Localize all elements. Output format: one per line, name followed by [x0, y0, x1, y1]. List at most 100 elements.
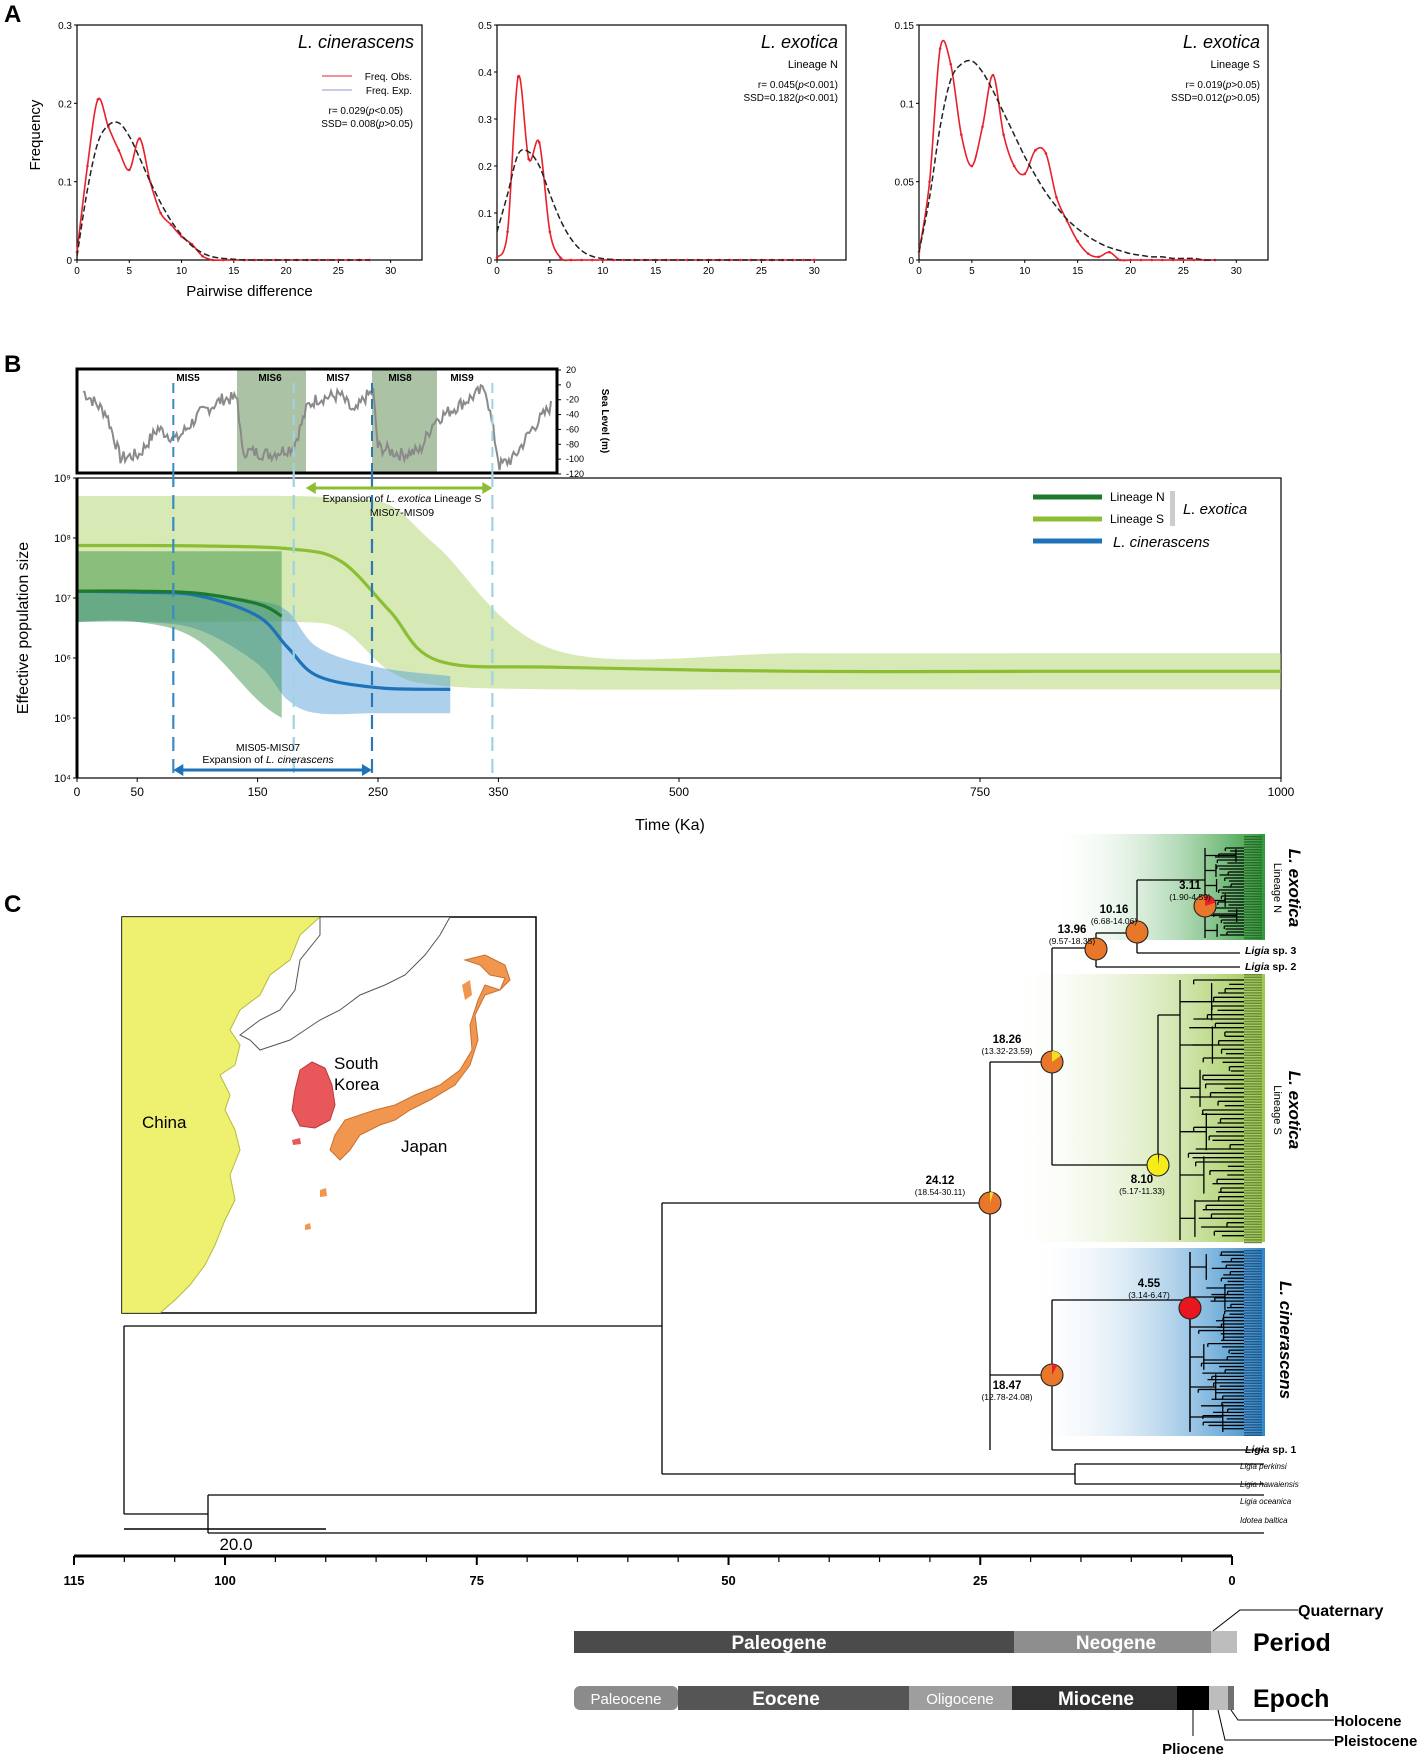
- observed-point: [1034, 149, 1037, 152]
- tip-label-strip: [1244, 1426, 1262, 1429]
- cinerascens-expansion-label: Expansion of L. cinerascens: [202, 754, 334, 766]
- tip-label-strip: [1244, 867, 1262, 869]
- tip-label-strip: [1244, 875, 1262, 877]
- tip-label-strip: [1244, 1213, 1262, 1215]
- x-tick-label: 25: [756, 266, 768, 277]
- plot-frame: [918, 24, 1269, 261]
- tip-label-strip: [1244, 911, 1262, 913]
- svg-text:Lineage S: Lineage S: [1271, 1085, 1283, 1135]
- tip-label-strip: [1244, 1268, 1262, 1270]
- tip-label-strip: [1244, 976, 1262, 978]
- tip-label-strip: [1244, 903, 1262, 905]
- tip-label-strip: [1244, 1176, 1262, 1179]
- y-tick-label: 0.1: [900, 99, 914, 110]
- credible-interval-lineages: [77, 495, 1281, 690]
- observed-point: [201, 254, 204, 258]
- tip-label-strip: [1244, 898, 1262, 900]
- observed-point: [527, 157, 531, 161]
- tip-label-strip: [1244, 872, 1262, 874]
- x-tick-label: 150: [248, 785, 268, 799]
- tip-label-strip: [1244, 989, 1262, 991]
- tip-label-strip: [1244, 1124, 1262, 1127]
- tip-label-strip: [1244, 1049, 1262, 1051]
- tip-label-strip: [1244, 984, 1262, 986]
- tip-label-strip: [1244, 1250, 1262, 1252]
- node-pie-slice: [1052, 1364, 1058, 1375]
- node-age: 10.16: [1100, 904, 1129, 916]
- observed-point: [138, 137, 142, 140]
- tip-label-strip: [1244, 1309, 1262, 1312]
- y-tick-label: 0.1: [478, 209, 492, 220]
- tip-label-strip: [1244, 895, 1262, 898]
- tip-label-strip: [1244, 1421, 1262, 1423]
- tip-label-strip: [1244, 1351, 1262, 1353]
- observed-point: [127, 168, 131, 172]
- tip-label-strip: [1244, 1291, 1262, 1293]
- epoch-eocene: [678, 1686, 909, 1710]
- map-inset: China South Korea Japan: [121, 916, 537, 1314]
- tip-label-strip: [1244, 869, 1262, 872]
- tip-label-strip: [1244, 1093, 1262, 1095]
- tip-label-strip: [1244, 1150, 1262, 1153]
- tip-label-strip: [1244, 1117, 1262, 1119]
- tip-label-strip: [1244, 1078, 1262, 1080]
- tip-label-strip: [1244, 1239, 1262, 1241]
- svg-text:L. exotica: L. exotica: [1285, 1071, 1304, 1149]
- tip-label-strip: [1244, 1109, 1262, 1111]
- observed-point: [1097, 255, 1101, 259]
- node-age: 8.10: [1131, 1174, 1153, 1186]
- legend-observed: Freq. Obs.: [365, 72, 412, 83]
- x-tick-label: 20: [281, 266, 293, 277]
- tip-label-strip: [1244, 1372, 1262, 1374]
- tip-label-strip: [1244, 1127, 1262, 1129]
- time-tick-label: 100: [214, 1573, 236, 1588]
- tip-label-strip: [1244, 1236, 1262, 1238]
- tip-label-strip: [1244, 1424, 1262, 1426]
- tip-label-strip: [1244, 1387, 1262, 1390]
- lineage-label: Lineage S: [1210, 59, 1260, 71]
- x-tick-label: 15: [1072, 266, 1084, 277]
- observed-point: [96, 98, 100, 101]
- tip-label-strip: [1244, 979, 1262, 981]
- credible-interval-lcinerascens: [77, 591, 451, 715]
- tip-label-strip: [1244, 1328, 1262, 1330]
- observed-point: [107, 125, 110, 129]
- observed-point: [326, 258, 330, 262]
- tip-label-strip: [1244, 864, 1262, 866]
- tip-label-strip: [1244, 1166, 1262, 1168]
- tip-label-strip: [1244, 1312, 1262, 1314]
- tip-label-strip: [1244, 1223, 1262, 1225]
- observed-point: [159, 211, 162, 215]
- taxon-label: Ligia perkinsi: [1240, 1462, 1287, 1471]
- y-tick-label: 0.5: [478, 21, 492, 32]
- y-tick-label: 10⁷: [55, 593, 71, 605]
- y-tick-label: 0: [486, 256, 492, 267]
- tip-label-strip: [1244, 1205, 1262, 1207]
- tip-label-strip: [1244, 1278, 1262, 1280]
- stat-r: r= 0.019(p>0.05): [1185, 80, 1260, 91]
- x-tick-label: 0: [494, 266, 500, 277]
- tip-label-strip: [1244, 1330, 1262, 1332]
- tip-label-strip: [1244, 1059, 1262, 1062]
- tip-label-strip: [1244, 1072, 1262, 1075]
- tip-label-strip: [1244, 1218, 1262, 1220]
- legend-expected: Freq. Exp.: [366, 86, 412, 97]
- observed-point: [1160, 258, 1164, 262]
- species-label: L. exotica: [761, 32, 838, 52]
- observed-point: [1182, 258, 1185, 262]
- tip-label-strip: [1244, 1307, 1262, 1309]
- tip-label-strip: [1244, 1346, 1262, 1348]
- map-label-japan: Japan: [401, 1137, 447, 1156]
- tip-label-strip: [1244, 1140, 1262, 1142]
- y-axis-label: Effective population size: [15, 542, 32, 714]
- tip-label-strip: [1244, 859, 1262, 861]
- node-age: 18.26: [993, 1034, 1022, 1046]
- tip-label-strip: [1244, 1411, 1262, 1413]
- epoch-holocene: [1228, 1686, 1234, 1710]
- tip-label-strip: [1244, 882, 1262, 885]
- tip-label-strip: [1244, 1010, 1262, 1012]
- node-age: 13.96: [1058, 924, 1087, 936]
- period-neogene: [1014, 1631, 1211, 1653]
- node-age: 18.47: [993, 1380, 1022, 1392]
